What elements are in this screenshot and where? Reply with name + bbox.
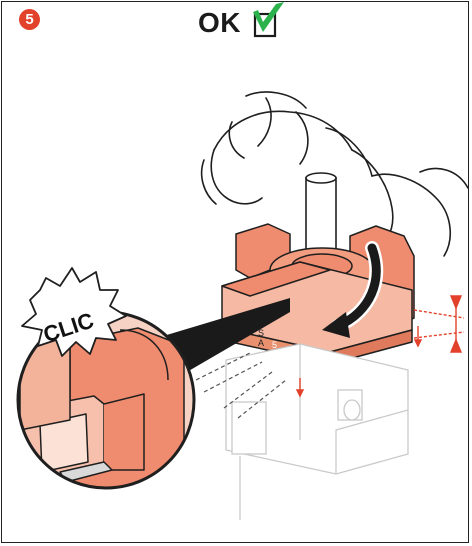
ok-label: OK	[198, 7, 241, 38]
step-number-badge: 5	[19, 9, 40, 30]
clic-burst: CLIC	[21, 267, 127, 357]
rotation-arrow	[322, 241, 384, 338]
alignment-guides	[195, 351, 287, 419]
checkbox-check-icon	[253, 2, 284, 38]
module-body	[225, 343, 409, 520]
ok-indicator: OK	[198, 3, 241, 43]
zoom-pointer	[150, 298, 290, 376]
module-label-a: A	[258, 338, 264, 348]
height-indicator	[295, 295, 465, 398]
module-label-s: S	[258, 328, 264, 338]
module-label-five: 5	[272, 340, 277, 350]
